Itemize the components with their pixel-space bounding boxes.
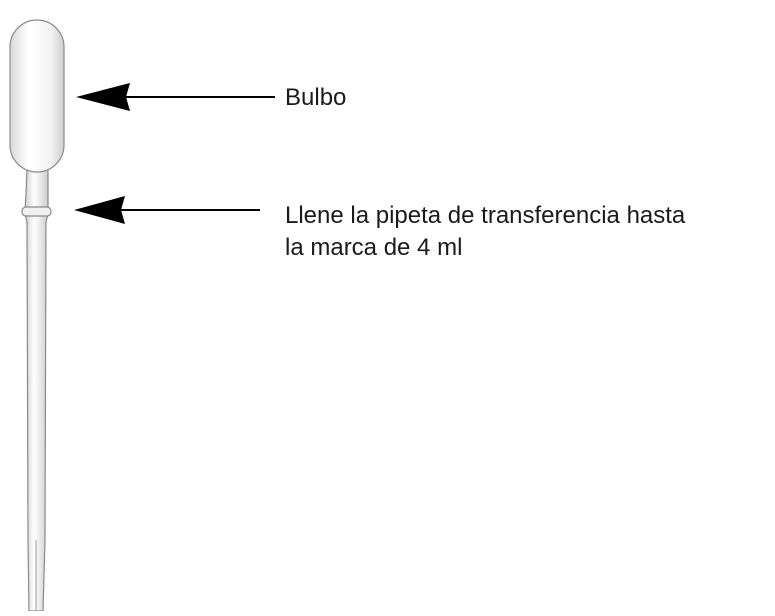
bulb-arrow xyxy=(76,83,275,111)
pipette-bulb xyxy=(9,19,65,173)
fill-instruction-line-1: Llene la pipeta de transferencia hasta xyxy=(285,202,686,229)
bulb-label: Bulbo xyxy=(285,84,347,111)
fill-instruction-label: Llene la pipeta de transferencia hasta l… xyxy=(285,200,685,264)
fill-mark-arrow xyxy=(74,196,260,224)
fill-instruction-line-2: la marca de 4 ml xyxy=(285,234,463,261)
fill-mark-ring xyxy=(21,206,52,217)
